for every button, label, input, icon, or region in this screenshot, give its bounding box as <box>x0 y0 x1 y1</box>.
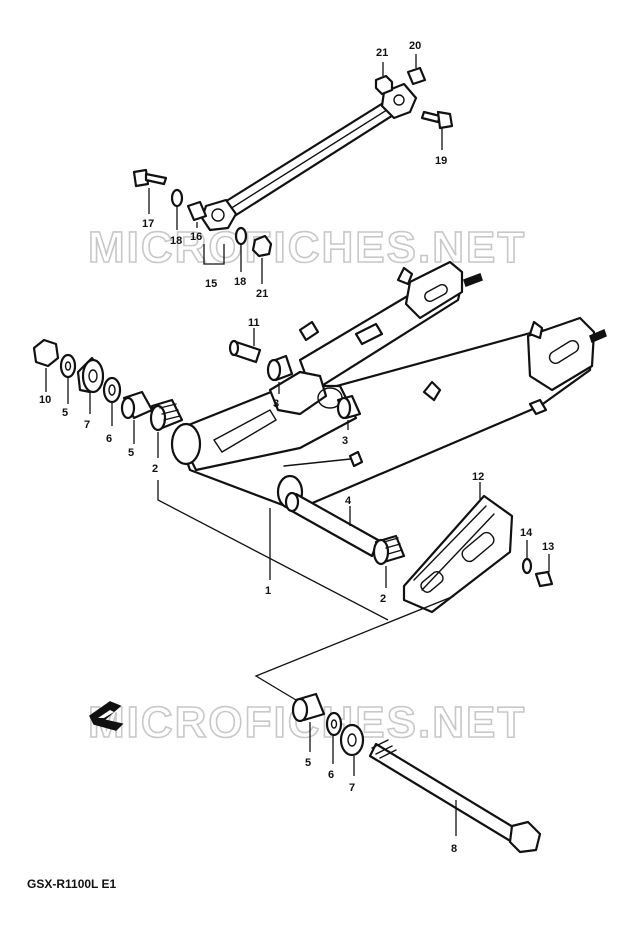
callout-14: 14 <box>520 527 533 539</box>
front-arrow-icon <box>89 701 124 731</box>
pivot-shaft-8 <box>368 739 542 854</box>
callout-11: 11 <box>248 317 260 329</box>
bearing-3-lower <box>336 394 362 430</box>
nut-21-top <box>374 62 394 96</box>
bearing-2-left <box>149 398 184 458</box>
callout-21-bottom: 21 <box>256 288 268 300</box>
callout-4: 4 <box>345 495 352 507</box>
bolt-13 <box>534 554 554 588</box>
cushion-rod-assembly <box>200 82 418 232</box>
pivot-spacer-4 <box>284 491 380 558</box>
watermark-top: MICROFICHES.NET <box>88 223 526 272</box>
callout-19: 19 <box>435 155 447 167</box>
callout-3-lower: 3 <box>342 435 348 447</box>
callout-17: 17 <box>142 218 154 230</box>
callout-10: 10 <box>39 394 51 406</box>
washer-5-left <box>59 353 77 404</box>
callout-16: 16 <box>190 231 202 243</box>
callout-8: 8 <box>451 843 457 855</box>
callout-15: 15 <box>205 278 217 290</box>
nut-21-bottom <box>251 234 273 284</box>
bushing-11 <box>228 328 262 364</box>
nut-10 <box>32 338 60 392</box>
washer-6-bottom <box>325 711 343 764</box>
callout-21-top: 21 <box>376 47 388 59</box>
callout-13: 13 <box>542 541 554 553</box>
callout-5-mid: 5 <box>128 447 134 459</box>
callout-2-right: 2 <box>380 593 386 605</box>
washer-14 <box>521 540 533 575</box>
callout-3-upper: 3 <box>273 398 279 410</box>
callout-12: 12 <box>472 471 484 483</box>
model-label: GSX-R1100L E1 <box>27 877 116 891</box>
callout-6-left: 6 <box>106 433 112 445</box>
spacer-20 <box>406 54 427 86</box>
bearing-3-upper <box>266 354 294 394</box>
callout-2-left: 2 <box>152 463 158 475</box>
bushing-16 <box>186 200 208 228</box>
callout-20: 20 <box>409 40 421 52</box>
swingarm-1 <box>170 260 607 512</box>
callout-18-right: 18 <box>234 276 246 288</box>
collar-5-bottom <box>291 692 326 752</box>
leader-15-bracket <box>203 244 225 265</box>
callout-18-left: 18 <box>170 235 182 247</box>
callout-5-bottom: 5 <box>305 757 311 769</box>
spacer-7-left <box>76 356 105 414</box>
bolt-17 <box>132 168 168 214</box>
spacer-7-bottom <box>339 723 365 776</box>
bolt-19 <box>420 110 454 150</box>
pivot-reference-line-bottom <box>254 595 455 701</box>
callout-6-bottom: 6 <box>328 769 334 781</box>
callout-7-left: 7 <box>84 419 90 431</box>
callout-7-bottom: 7 <box>349 782 355 794</box>
washer-18-left <box>170 188 184 230</box>
collar-5-mid <box>120 390 154 444</box>
bearing-2-right <box>372 534 406 588</box>
callout-1: 1 <box>265 585 271 597</box>
washer-18-right <box>234 226 248 272</box>
washer-6-left <box>102 376 122 426</box>
chain-adjuster-plate-12 <box>402 482 514 614</box>
callout-5-left: 5 <box>62 407 68 419</box>
pivot-reference-line-left <box>157 480 389 621</box>
